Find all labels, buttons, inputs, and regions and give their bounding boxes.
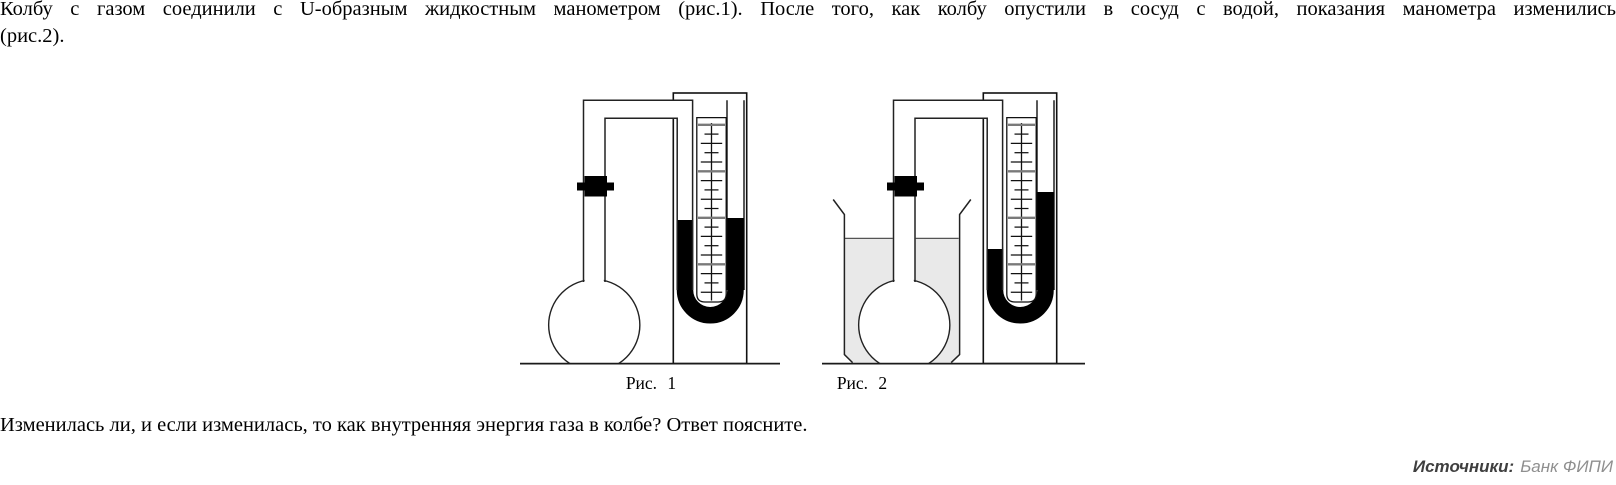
manometer-liquid bbox=[986, 192, 1054, 324]
problem-intro: Колбу с газом соединили с U-образным жид… bbox=[0, 0, 1616, 49]
stopper bbox=[894, 176, 917, 197]
figure-1-diagram bbox=[505, 92, 795, 380]
source-value: Банк ФИПИ bbox=[1520, 457, 1613, 476]
flask-neck-join-mask bbox=[894, 268, 914, 294]
figure-2-diagram bbox=[810, 92, 1100, 380]
connecting-tube-walls bbox=[582, 99, 694, 290]
manometer-liquid bbox=[676, 218, 744, 324]
manometer-scale-ticks bbox=[698, 123, 725, 293]
source-credit: Источники: Банк ФИПИ bbox=[1413, 456, 1613, 478]
problem-question: Изменилась ли, и если изменилась, то как… bbox=[0, 414, 808, 436]
connecting-tube-walls bbox=[892, 99, 1004, 290]
source-label: Источники: bbox=[1412, 457, 1515, 476]
stopper bbox=[584, 176, 607, 197]
problem-intro-line2: (рис.2). bbox=[0, 24, 65, 47]
manometer-scale-ticks bbox=[1008, 123, 1035, 293]
flask-neck-join-mask bbox=[584, 268, 604, 294]
below-ground-mask bbox=[505, 364, 795, 380]
figure-1-caption: Рис. 1 bbox=[625, 373, 677, 393]
vessel-wall-right bbox=[950, 199, 972, 364]
figure-2-caption: Рис. 2 bbox=[836, 373, 888, 393]
problem-intro-line1: Колбу с газом соединили с U-образным жид… bbox=[0, 0, 1616, 20]
below-ground-mask bbox=[810, 364, 1100, 380]
vessel-wall-left bbox=[832, 199, 854, 364]
